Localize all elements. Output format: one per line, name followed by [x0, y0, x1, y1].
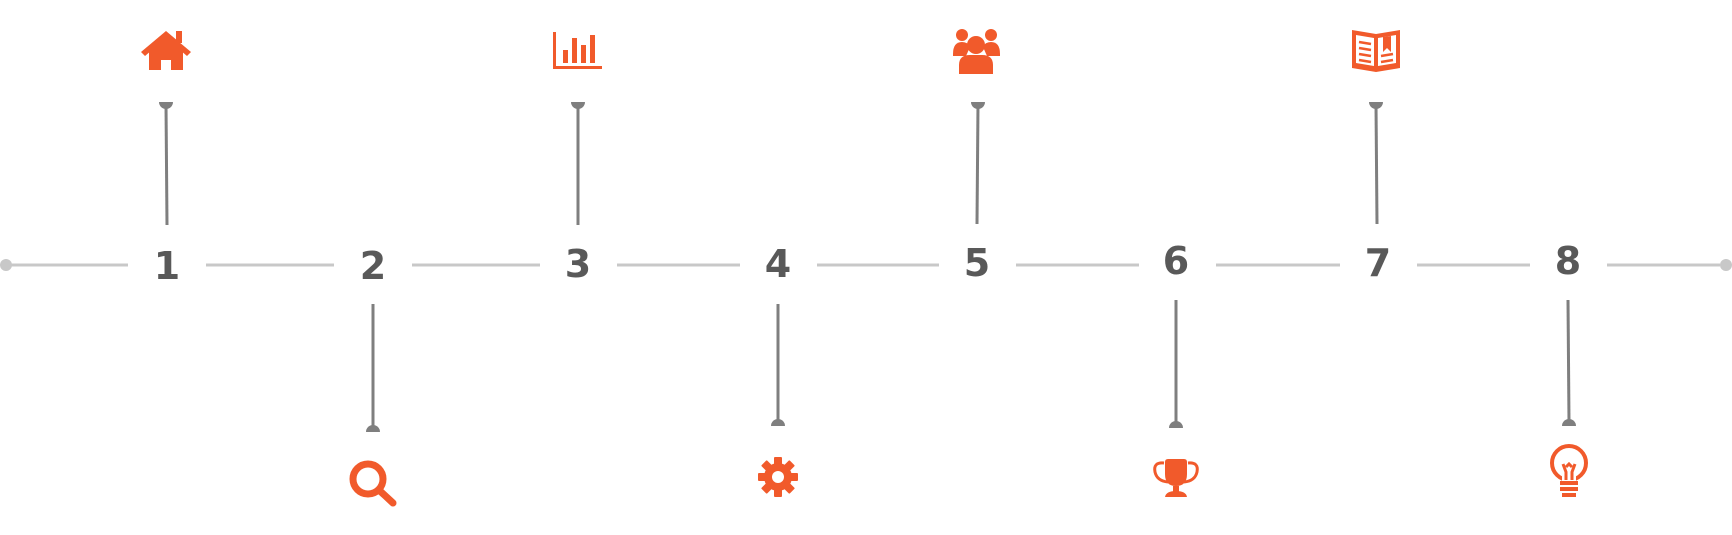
search-icon: [349, 460, 397, 507]
connector-step-6: [1169, 300, 1183, 428]
connector-step-7: [1369, 102, 1383, 225]
connector-step-1: [159, 102, 173, 226]
connector-step-5: [971, 102, 985, 225]
connector-step-4: [771, 304, 785, 426]
connector-step-3: [571, 102, 585, 225]
step-8-number: 8: [1555, 239, 1581, 283]
step-4-number: 4: [765, 242, 791, 286]
connector-step-8: [1562, 299, 1576, 426]
step-6-number: 6: [1163, 239, 1189, 283]
timeline-end-dot: [1720, 259, 1732, 271]
trophy-icon: [1153, 459, 1199, 497]
lightbulb-icon: [1550, 444, 1588, 497]
step-3-number: 3: [565, 242, 591, 286]
gear-icon: [758, 457, 798, 497]
book-icon: [1352, 30, 1400, 72]
home-icon: [141, 31, 191, 70]
connector-step-2: [366, 304, 380, 432]
group-icon: [953, 29, 1000, 74]
step-7-number: 7: [1365, 241, 1391, 285]
step-1-number: 1: [154, 244, 180, 288]
step-5-number: 5: [964, 241, 990, 285]
step-2-number: 2: [360, 244, 386, 288]
timeline-start-dot: [0, 259, 12, 271]
bar-chart-icon: [553, 32, 602, 69]
